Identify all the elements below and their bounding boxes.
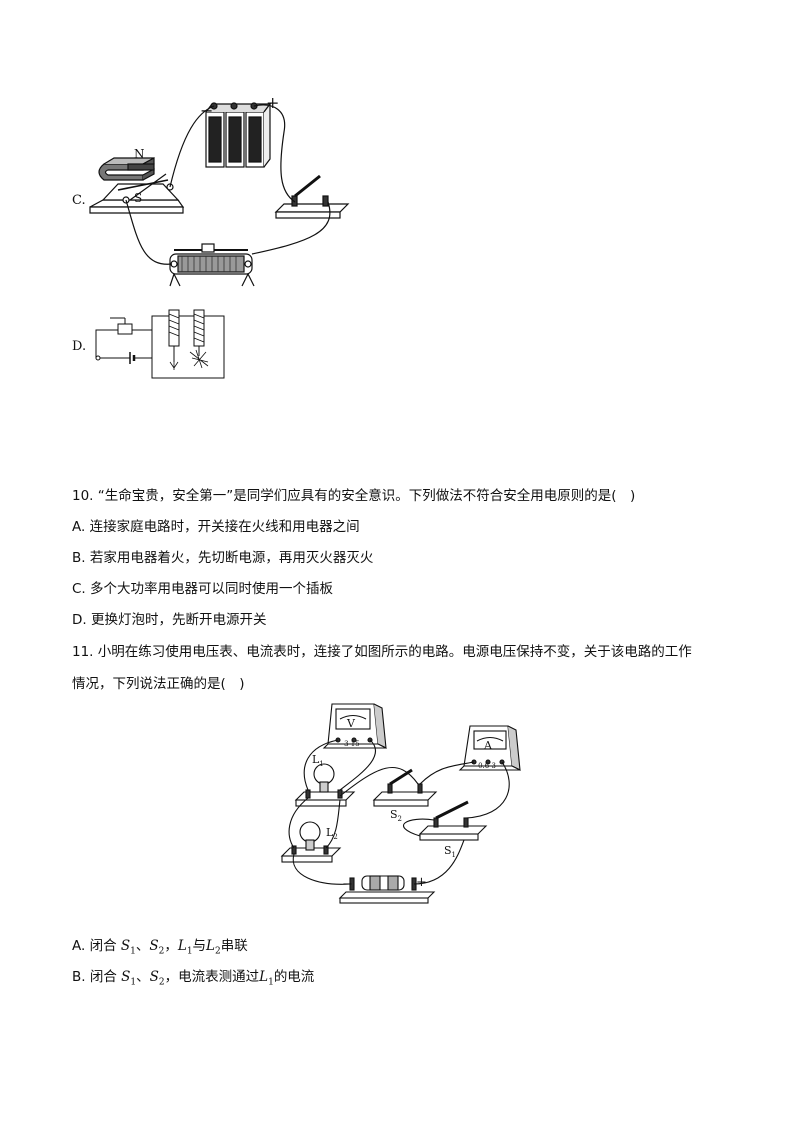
question-10-option-d[interactable]: D. 更换灯泡时，先断开电源开关	[72, 612, 267, 628]
l2-label: L2	[326, 826, 338, 841]
ammeter-icon	[458, 725, 521, 771]
s2-label: S2	[390, 808, 402, 823]
question-11-stem-line2: 情况，下列说法正确的是( )	[72, 676, 245, 692]
option-d-label: D.	[72, 339, 87, 354]
ammeter-label: A	[483, 739, 493, 752]
question-10-stem: 10. “生命宝贵，安全第一”是同学们应具有的安全意识。下列做法不符合安全用电原…	[72, 488, 636, 504]
voltmeter-label: V	[346, 717, 356, 730]
ammeter-scale: − 0.6 3	[470, 762, 496, 770]
question-11-stem-line1: 11. 小明在练习使用电压表、电流表时，连接了如图所示的电路。电源电压保持不变，…	[72, 644, 692, 660]
battery-minus-label: −	[200, 101, 213, 120]
battery-minus-label: −	[342, 877, 353, 892]
figure-c-circuit: N S − +	[89, 93, 350, 287]
magnet-s-label: S	[134, 191, 142, 205]
question-10-option-b[interactable]: B. 若家用电器着火，先切断电源，再用灭火器灭火	[72, 550, 374, 566]
battery-plus-label: +	[266, 93, 279, 112]
option-c-label: C.	[72, 193, 86, 208]
question-11-option-b[interactable]: B. 闭合 S1、S2，电流表测通过L1的电流	[72, 969, 315, 988]
l1-label: L1	[312, 753, 324, 768]
magnet-n-label: N	[134, 147, 145, 161]
voltmeter-scale: − 3 15	[336, 740, 360, 748]
question-11-circuit-figure: V − 3 15 A − 0.6 3 L1 L2 S2 S1 − +	[280, 703, 521, 904]
question-10-option-c[interactable]: C. 多个大功率用电器可以同时使用一个插板	[72, 581, 334, 597]
figure-d-circuit	[95, 309, 225, 379]
question-11-option-a[interactable]: A. 闭合 S1、S2，L1与L2串联	[72, 938, 248, 957]
question-10-option-a[interactable]: A. 连接家庭电路时，开关接在火线和用电器之间	[72, 519, 360, 535]
voltmeter-icon	[322, 703, 387, 749]
s1-label: S1	[444, 844, 456, 859]
battery-plus-label: +	[416, 875, 427, 890]
